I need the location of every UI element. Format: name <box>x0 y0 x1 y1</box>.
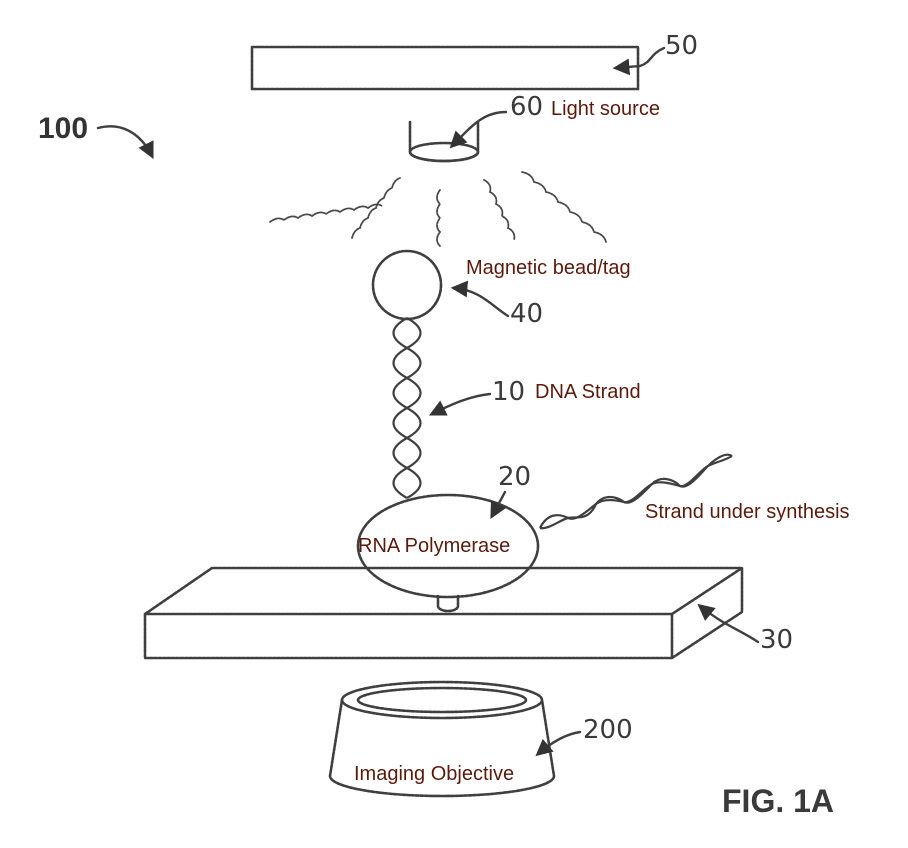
light-source-label: Light source <box>551 98 660 120</box>
dna-label: DNA Strand <box>535 381 641 403</box>
objective-body <box>328 698 556 798</box>
figure-label: FIG. 1A <box>722 783 834 819</box>
light-source-rim <box>408 141 480 163</box>
system-ref-arrow <box>96 125 154 160</box>
light-ray-2 <box>351 177 401 239</box>
magnet-plate <box>250 45 640 91</box>
dna-strand-b <box>392 317 422 499</box>
dna-ref-leader <box>428 392 492 416</box>
polymerase-ref: 20 <box>498 462 531 492</box>
light-ray-1 <box>269 203 383 223</box>
polymerase-ref-leader <box>490 490 507 519</box>
synthesis-label: Strand under synthesis <box>645 501 850 523</box>
bead-ref-leader <box>450 280 510 318</box>
plate-ref-leader <box>612 46 666 76</box>
bead-ref: 40 <box>510 299 543 329</box>
light-source-leader <box>449 110 508 149</box>
plate-ref-label: 50 <box>665 31 698 61</box>
dna-ref: 10 <box>492 377 525 407</box>
system-ref-label: 100 <box>38 112 88 145</box>
objective-label: Imaging Objective <box>354 763 514 785</box>
rna-polymerase <box>356 493 540 599</box>
objective-ref-leader <box>535 730 582 757</box>
polymerase-label: RNA Polymerase <box>358 535 510 557</box>
bead-label: Magnetic bead/tag <box>466 257 631 279</box>
light-ray-3 <box>436 189 442 247</box>
synthesis-strand-b <box>539 453 733 530</box>
objective-ref: 200 <box>583 715 633 745</box>
polymerase-anchor <box>436 594 460 613</box>
light-source-cup <box>408 120 480 163</box>
objective-top-inner <box>356 686 528 714</box>
light-ray-5 <box>521 171 607 243</box>
substrate-slab <box>143 566 744 660</box>
magnetic-bead <box>371 249 443 321</box>
light-source-ref: 60 <box>510 92 543 122</box>
light-ray-4 <box>483 179 516 241</box>
substrate-ref: 30 <box>760 625 793 655</box>
substrate-ref-leader <box>697 603 760 644</box>
